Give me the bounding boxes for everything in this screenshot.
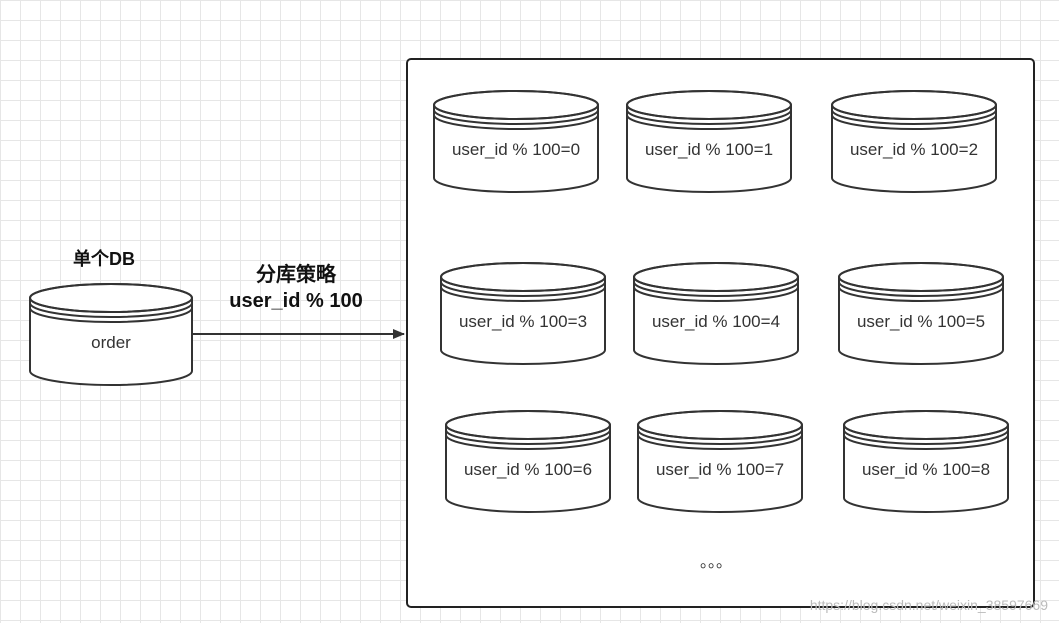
cylinder-ring xyxy=(838,281,1004,297)
shard-db-4: user_id % 100=4 xyxy=(633,262,799,365)
cylinder-top xyxy=(440,262,606,292)
cylinder-ring xyxy=(445,429,611,445)
shard-db-7: user_id % 100=7 xyxy=(637,410,803,513)
cylinder-top xyxy=(843,410,1009,440)
cylinder-ring xyxy=(433,114,599,130)
source-db-cylinder: order xyxy=(29,283,193,386)
shard-db-5: user_id % 100=5 xyxy=(838,262,1004,365)
shard-db-8: user_id % 100=8 xyxy=(843,410,1009,513)
cylinder-ring xyxy=(831,109,997,125)
source-db: order xyxy=(29,283,193,386)
cylinder-ring xyxy=(633,281,799,297)
cylinder-label: user_id % 100=0 xyxy=(452,140,580,159)
shard-db-2: user_id % 100=2 xyxy=(831,90,997,193)
cylinder-ring xyxy=(433,109,599,125)
cylinder-label: user_id % 100=4 xyxy=(652,312,780,331)
cylinder-top xyxy=(838,262,1004,292)
cylinder-ring xyxy=(29,302,193,318)
strategy-title: 分库策略 xyxy=(256,262,337,286)
shard-db-6: user_id % 100=6 xyxy=(445,410,611,513)
cylinder-label: order xyxy=(91,333,131,352)
cylinder-label: user_id % 100=6 xyxy=(464,460,592,479)
more-shards-ellipsis: 。。。 xyxy=(700,554,732,571)
strategy-rule: user_id % 100 xyxy=(229,290,362,312)
watermark-text: https://blog.csdn.net/weixin_38597669 xyxy=(810,597,1048,613)
cylinder-label: user_id % 100=5 xyxy=(857,312,985,331)
cylinder-ring xyxy=(440,281,606,297)
cylinder-label: user_id % 100=7 xyxy=(656,460,784,479)
cylinder-ring xyxy=(29,307,193,323)
cylinder-ring xyxy=(626,114,792,130)
cylinder-label: user_id % 100=8 xyxy=(862,460,990,479)
cylinder-ring xyxy=(440,286,606,302)
cylinder-ring xyxy=(838,286,1004,302)
cylinder-label: user_id % 100=3 xyxy=(459,312,587,331)
cylinder-top xyxy=(433,90,599,120)
shard-db-1: user_id % 100=1 xyxy=(626,90,792,193)
shard-group: user_id % 100=0 user_id % 100=1 user_id % … xyxy=(433,90,1009,513)
cylinder-top xyxy=(626,90,792,120)
cylinder-top xyxy=(633,262,799,292)
cylinder-top xyxy=(445,410,611,440)
cylinder-label: user_id % 100=1 xyxy=(645,140,773,159)
cylinder-ring xyxy=(633,286,799,302)
cylinder-ring xyxy=(831,114,997,130)
cylinder-ring xyxy=(843,429,1009,445)
cylinder-label: user_id % 100=2 xyxy=(850,140,978,159)
shard-db-3: user_id % 100=3 xyxy=(440,262,606,365)
cylinder-ring xyxy=(626,109,792,125)
cylinder-ring xyxy=(637,429,803,445)
cylinder-top xyxy=(29,283,193,313)
cylinder-top xyxy=(637,410,803,440)
cylinder-top xyxy=(831,90,997,120)
cylinder-ring xyxy=(637,434,803,450)
cylinder-ring xyxy=(445,434,611,450)
cylinder-ring xyxy=(843,434,1009,450)
source-db-title: 单个DB xyxy=(73,248,135,269)
shard-db-0: user_id % 100=0 xyxy=(433,90,599,193)
